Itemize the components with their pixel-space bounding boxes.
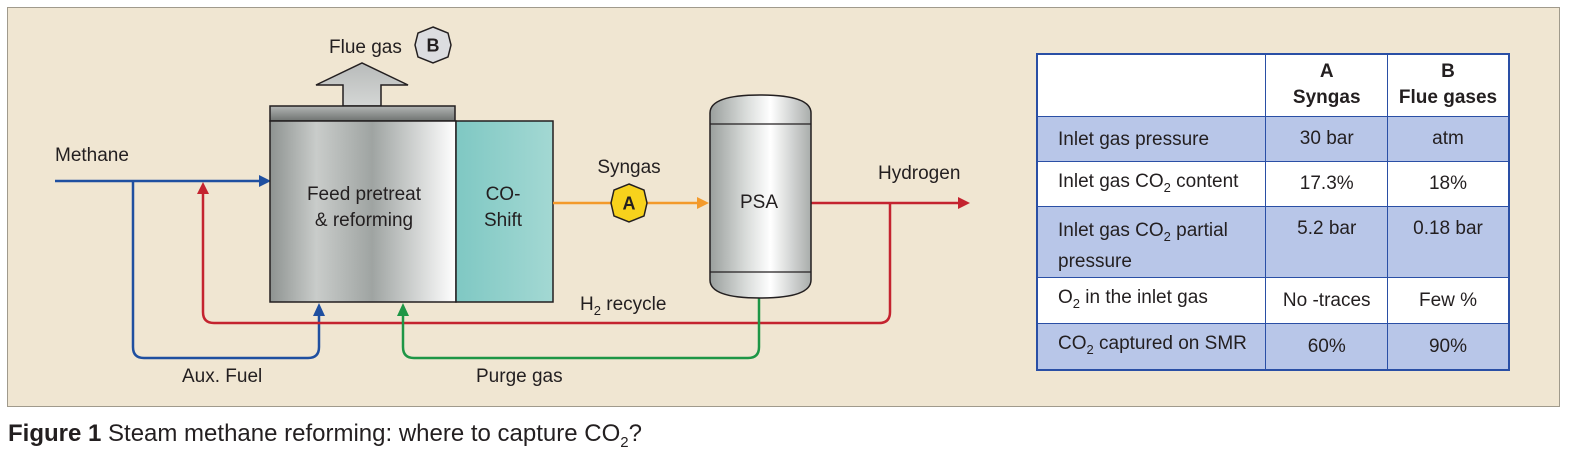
table-header-empty [1036,53,1267,117]
hydrogen-arrowhead [958,197,970,209]
caption-subscript: 2 [620,434,629,451]
row-value-flue-gases: atm [1387,115,1510,163]
row-value-syngas: 30 bar [1265,115,1389,163]
marker-a-hexagon [610,183,648,223]
row-value-flue-gases: 18% [1387,161,1510,208]
co-shift-unit [455,120,554,303]
h2-recycle-arrowhead [197,182,209,194]
row-label: Inlet gas pressure [1036,115,1267,163]
feed-label-line2: & reforming [315,210,413,231]
aux-fuel-arrowhead [313,303,325,316]
row-value-syngas: 60% [1265,323,1389,371]
table-row: Inlet gas CO2 content 17.3% 18% [1036,161,1510,208]
table-row: CO2 captured on SMR 60% 90% [1036,323,1510,371]
methane-label: Methane [55,145,129,166]
flue-gas-label: Flue gas [329,37,402,58]
flue-gas-chimney-arrow [315,62,409,107]
h2-recycle-label: H2 recycle [580,294,666,318]
marker-b-label: B [427,36,440,56]
marker-b-hexagon [414,26,452,64]
row-value-flue-gases: 90% [1387,323,1510,371]
marker-a-label: A [623,194,636,214]
caption-end: ? [628,420,642,447]
psa-label: PSA [740,192,778,213]
purge-gas-arrowhead [397,303,409,316]
row-value-flue-gases: Few % [1387,276,1510,325]
row-value-syngas: 5.2 bar [1265,206,1389,278]
row-label: CO2 captured on SMR [1036,323,1267,371]
row-label: O2 in the inlet gas [1036,276,1267,325]
purge-gas-line [401,298,761,360]
co-shift-label-line1: CO- [486,184,521,205]
caption-text: Steam methane reforming: where to captur… [101,420,621,447]
methane-arrowhead [259,175,271,187]
table-row: O2 in the inlet gas No -traces Few % [1036,276,1510,325]
figure-number: Figure 1 [8,420,102,447]
h2-recycle-line [201,194,892,325]
co-shift-label-line2: Shift [484,210,523,231]
aux-fuel-label: Aux. Fuel [182,366,262,387]
table-row: Inlet gas CO2 partial pressure 5.2 bar 0… [1036,206,1510,278]
purge-gas-label: Purge gas [476,366,563,387]
hydrogen-label: Hydrogen [878,163,960,184]
syngas-label: Syngas [597,157,660,178]
row-value-syngas: No -traces [1265,276,1389,325]
aux-fuel-line [131,181,321,360]
table-row: Inlet gas pressure 30 bar atm [1036,115,1510,163]
reformer-top-cap [269,105,456,122]
row-value-syngas: 17.3% [1265,161,1389,208]
row-label: Inlet gas CO2 content [1036,161,1267,208]
feed-pretreat-reforming-unit [269,120,457,303]
feed-label-line1: Feed pretreat [307,184,422,205]
row-value-flue-gases: 0.18 bar [1387,206,1510,278]
row-label: Inlet gas CO2 partial pressure [1036,206,1267,278]
syngas-arrowhead [697,197,709,209]
figure-caption: Figure 1 Steam methane reforming: where … [8,420,642,451]
psa-vessel [709,94,812,299]
